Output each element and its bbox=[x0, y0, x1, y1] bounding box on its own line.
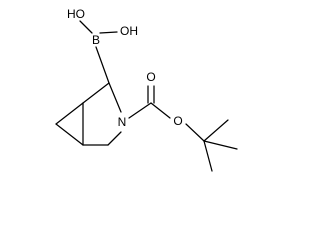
chemical-structure: B HO OH N O O bbox=[55, 7, 238, 172]
bond-n-c4 bbox=[107, 131, 122, 146]
bond-ch2-top bbox=[55, 102, 84, 125]
boc-group bbox=[128, 85, 238, 172]
atom-label-hydroxyl-right: OH bbox=[120, 24, 138, 38]
atom-label-boron: B bbox=[92, 33, 100, 47]
bond-c2-b bbox=[95, 46, 110, 84]
bond-c1-c2 bbox=[82, 82, 110, 104]
pyrrolidine-ring bbox=[82, 82, 122, 146]
bond-tbu-methyl-right bbox=[203, 140, 238, 150]
bond-tbu-methyl-down bbox=[203, 140, 213, 172]
atom-label-hydroxyl-left: HO bbox=[67, 7, 85, 21]
bond-b-oh-left bbox=[79, 20, 93, 34]
bond-c2-n bbox=[108, 82, 122, 113]
atom-label-nitrogen: N bbox=[118, 115, 127, 129]
bond-n-carbonyl bbox=[128, 102, 152, 119]
atom-label-carbonyl-oxygen: O bbox=[146, 70, 155, 84]
bond-tbu-methyl-up bbox=[203, 119, 229, 142]
bond-carbonyl-ester-o bbox=[150, 102, 171, 119]
bond-ch2-bottom bbox=[55, 123, 84, 146]
boronic-acid-group bbox=[79, 20, 118, 84]
cyclopropane-ring bbox=[55, 102, 84, 146]
atom-label-ester-oxygen: O bbox=[173, 114, 182, 128]
bond-b-oh-right bbox=[99, 31, 118, 34]
bond-ester-o-tbu bbox=[185, 123, 205, 142]
